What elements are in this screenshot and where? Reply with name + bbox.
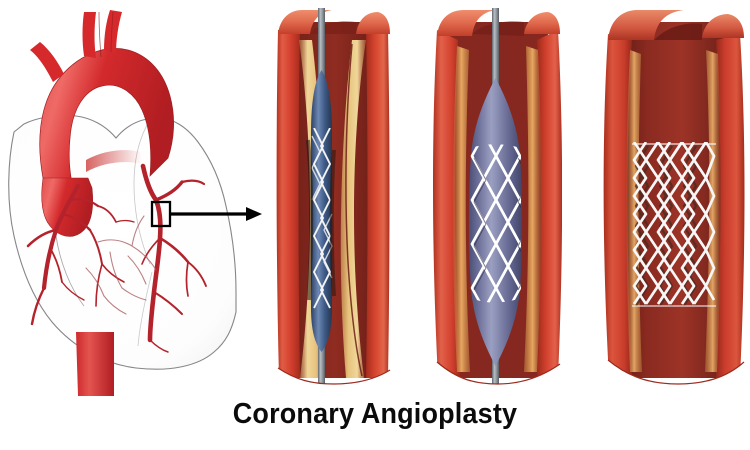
left-anterior-descending-artery <box>140 163 207 353</box>
p1-lumen <box>288 22 380 378</box>
p2-plaque-right <box>524 46 542 372</box>
p3-wall-right <box>716 34 745 378</box>
descending-aorta <box>76 332 114 396</box>
p1-intima-crack <box>345 43 363 377</box>
p2-rim-top-right <box>524 12 560 34</box>
heart-apex-groove <box>137 271 153 347</box>
left-common-carotid <box>82 12 96 58</box>
aortic-arch <box>39 48 174 185</box>
p1-catheter-shaft-top <box>318 8 325 78</box>
p2-wall-right <box>537 30 562 378</box>
p1-wall-left <box>276 30 300 378</box>
aorta-branch-detail-2 <box>110 11 114 53</box>
p3-rim-inner-shadow <box>654 23 702 40</box>
callout-arrow-head <box>246 207 262 221</box>
p1-rim-bottom <box>278 368 390 390</box>
p2-plaque-left <box>452 46 470 372</box>
pulmonary-band <box>86 150 142 172</box>
left-subclavian-artery <box>104 10 122 54</box>
p1-rim-bottom-edge <box>277 367 391 385</box>
p2-stent-shadow <box>473 157 521 291</box>
panel-stent-deployed <box>603 10 745 390</box>
brachiocephalic-trunk <box>30 42 64 82</box>
p1-plaque-shadow <box>306 139 314 301</box>
p2-balloon-inflated <box>469 78 522 366</box>
p3-rim-top <box>608 10 684 40</box>
p2-rim-bottom <box>437 362 560 390</box>
p3-rim-top-right <box>702 14 744 38</box>
heart-groove-right <box>133 119 151 265</box>
p1-plaque-shadow-right <box>329 149 336 297</box>
p3-stent-deployed-mesh <box>632 142 716 305</box>
p1-wall-right <box>366 30 390 378</box>
p1-rim-top-right <box>356 12 390 34</box>
panel-balloon-catheter-inserted <box>276 8 391 390</box>
p3-rim-bottom <box>608 360 744 390</box>
p2-wall-left <box>433 30 460 378</box>
p2-catheter-shaft-bottom <box>492 352 499 390</box>
p2-rim-top <box>437 10 496 36</box>
p2-rim-bottom-edge <box>436 361 561 385</box>
p1-catheter-shaft-bottom <box>318 338 325 390</box>
coronary-minor-branches <box>85 215 157 315</box>
panel-balloon-inflated <box>433 8 562 390</box>
page-title: Coronary Angioplasty <box>232 398 518 430</box>
p3-rim-bottom-edge <box>607 359 745 385</box>
heart-anatomy-panel <box>8 10 262 396</box>
p2-catheter-shaft-top <box>492 8 499 86</box>
p1-balloon-deflated <box>311 70 332 352</box>
p2-stent-expanded <box>470 144 521 303</box>
right-coronary-artery-tree <box>26 183 135 326</box>
p3-wall-left <box>603 34 632 378</box>
aorta-branch-detail <box>98 11 102 58</box>
